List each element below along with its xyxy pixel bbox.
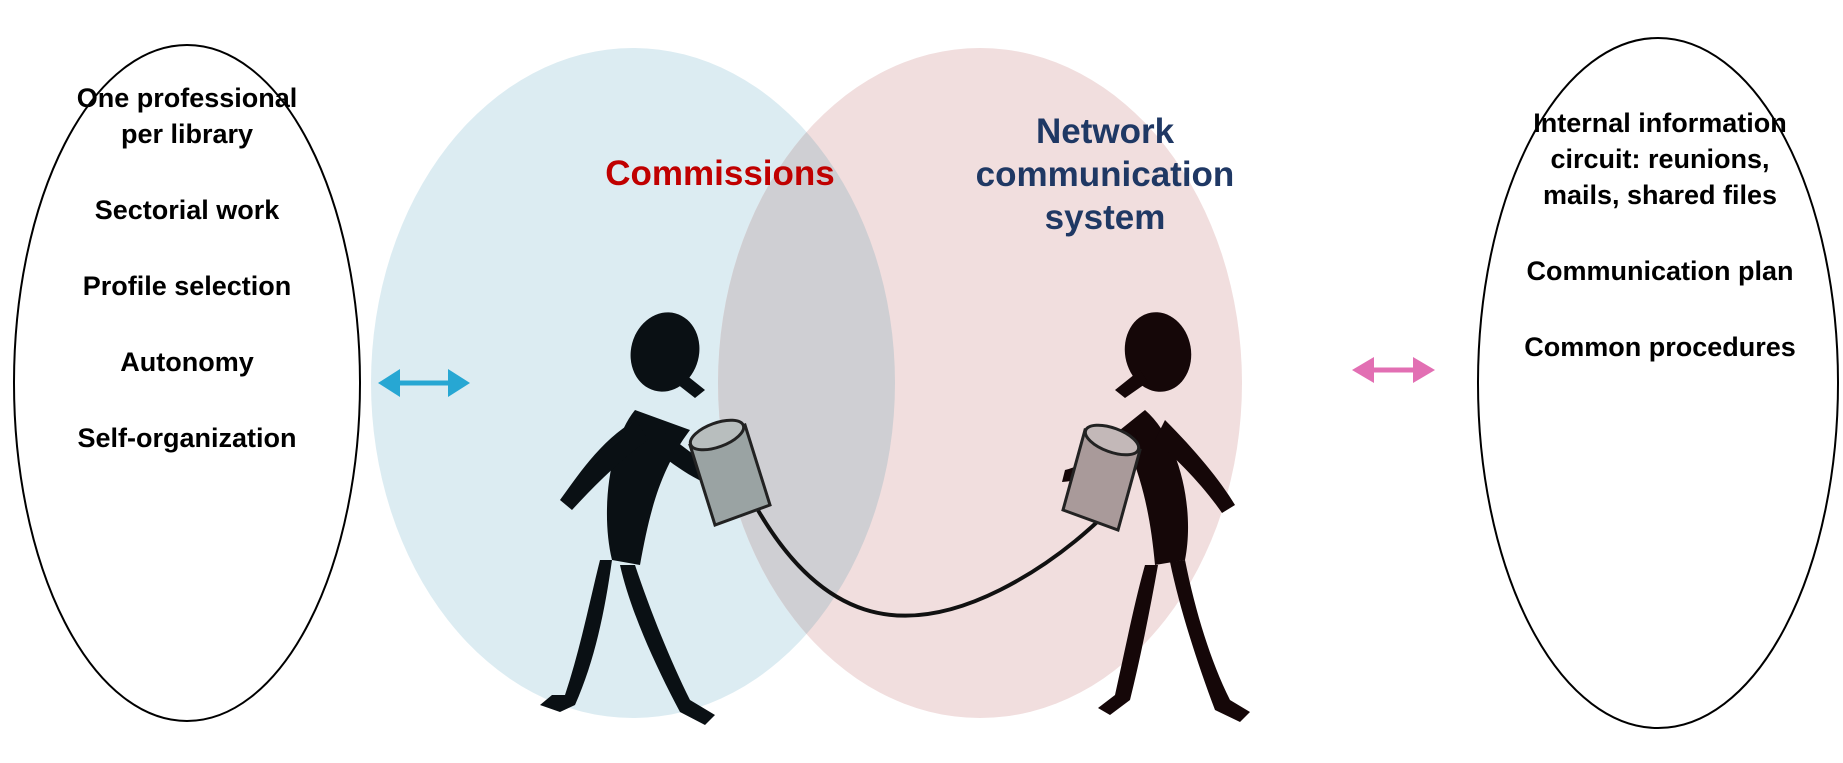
right-item-3: Common procedures bbox=[1524, 332, 1796, 362]
right-tin-can-icon bbox=[1061, 423, 1142, 532]
left-item-2: Sectorial work bbox=[94, 195, 280, 225]
right-panel-ellipse bbox=[1477, 37, 1839, 729]
left-double-arrow-icon bbox=[378, 369, 470, 397]
venn-right-label: Network communication system bbox=[975, 112, 1235, 237]
left-panel-list: One professional per library Sectorial w… bbox=[57, 80, 317, 496]
left-item-4: Autonomy bbox=[120, 347, 254, 377]
right-panel-list: Internal information circuit: reunions, … bbox=[1510, 105, 1810, 405]
string-line bbox=[753, 498, 1122, 618]
left-item-3: Profile selection bbox=[82, 271, 292, 301]
right-item-1: Internal information circuit: reunions, … bbox=[1533, 108, 1787, 210]
venn-overlap bbox=[718, 48, 895, 718]
left-panel-ellipse bbox=[13, 44, 361, 722]
left-item-5: Self-organization bbox=[77, 423, 297, 453]
left-tin-can-icon bbox=[688, 418, 772, 527]
left-item-1: One professional per library bbox=[76, 83, 298, 149]
right-item-2: Communication plan bbox=[1526, 256, 1794, 286]
right-double-arrow-icon bbox=[1352, 357, 1435, 383]
right-stick-figure-icon bbox=[1062, 312, 1250, 722]
venn-left-label: Commissions bbox=[605, 154, 835, 193]
